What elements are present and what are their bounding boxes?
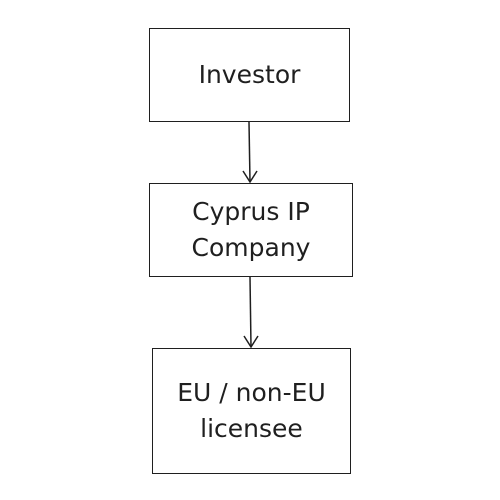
edge-investor-to-cyprus xyxy=(242,121,258,184)
node-investor-label: Investor xyxy=(198,59,301,89)
node-licensee-label: EU / non-EU licensee xyxy=(177,377,326,443)
node-cyprus-ip-company: Cyprus IP Company xyxy=(149,183,353,277)
edge-cyprus-to-licensee xyxy=(243,276,259,349)
node-licensee: EU / non-EU licensee xyxy=(152,348,351,474)
node-investor: Investor xyxy=(149,28,350,122)
node-cyprus-ip-company-label: Cyprus IP Company xyxy=(191,196,311,262)
